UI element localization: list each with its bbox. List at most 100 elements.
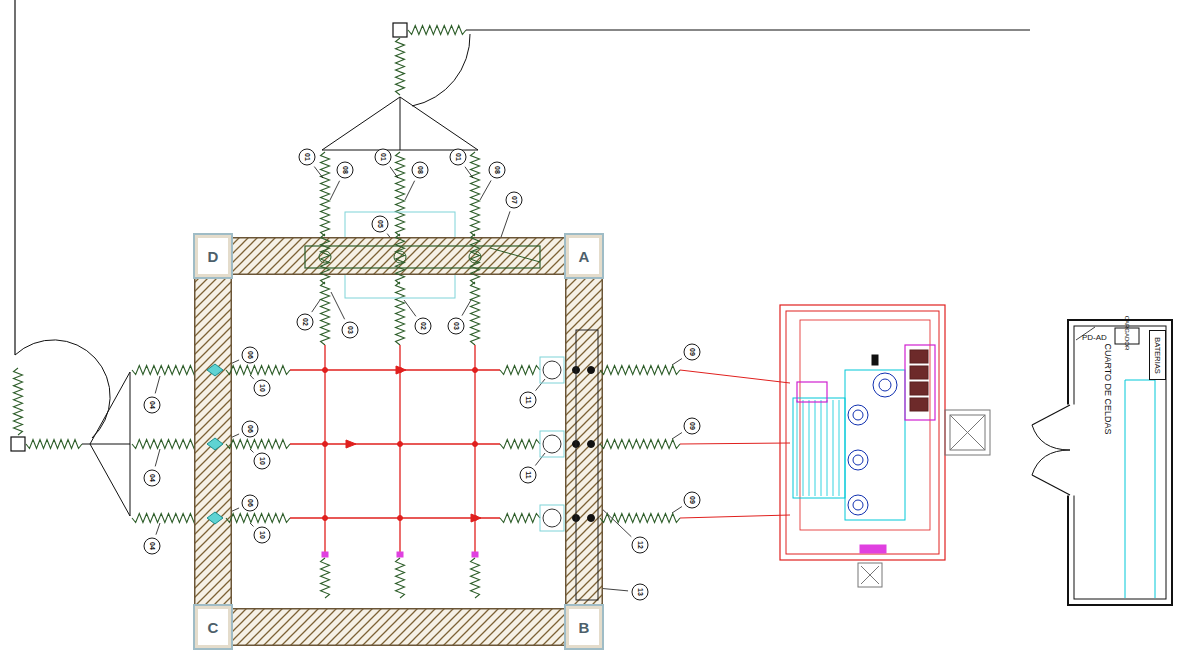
outline (950, 415, 985, 450)
callout-number: 10 (254, 453, 271, 470)
outline (860, 545, 886, 553)
callout-number: 08 (489, 162, 506, 179)
radiator-fin (827, 400, 828, 496)
leader-line (250, 449, 254, 453)
disconnector (207, 512, 223, 524)
room-label: CARGADOR (1124, 315, 1130, 350)
terminal (322, 552, 328, 557)
outline (858, 563, 882, 587)
callout-number: 07 (506, 192, 523, 209)
insulator (226, 440, 290, 449)
beam-lattice (196, 279, 231, 604)
wire (130, 372, 131, 516)
beam-outline (233, 237, 564, 275)
door-swing (1032, 450, 1070, 475)
callout-number: 08 (412, 162, 429, 179)
column-post: D (193, 233, 233, 279)
connector-dot (588, 367, 595, 374)
wire (90, 372, 130, 444)
wire (490, 248, 540, 262)
arrow-mark (346, 440, 356, 448)
outline (905, 345, 935, 420)
door-swing (1032, 425, 1070, 450)
column-post: B (564, 604, 604, 650)
bus-bar (290, 517, 500, 518)
wire (400, 97, 478, 150)
leader-line (312, 300, 320, 312)
junction-dot (323, 442, 328, 447)
radiator-fin (797, 400, 798, 496)
arrow-mark (471, 514, 481, 522)
connector-dot (588, 515, 595, 522)
node-text: C (208, 619, 219, 636)
callout-number: 09 (684, 418, 701, 435)
callout-number: 01 (375, 149, 392, 166)
feeder-line (466, 29, 1030, 30)
junction-dot (323, 368, 328, 373)
arrow-mark (396, 366, 406, 374)
radiator (793, 398, 845, 498)
curve (15, 340, 110, 438)
disconnector (207, 438, 223, 450)
insulator (321, 152, 330, 236)
radiator-fin (839, 400, 840, 496)
beam-outline (233, 608, 564, 646)
beam-lattice (567, 279, 602, 604)
bushing (873, 373, 897, 397)
callout-number: 02 (415, 318, 432, 335)
switch-pole (394, 251, 406, 263)
bushing (879, 379, 891, 391)
leader-line (404, 300, 416, 316)
callout-number: 11 (520, 467, 537, 484)
wire (90, 444, 130, 516)
frame-beam (584, 279, 585, 604)
leader-line (156, 523, 160, 535)
callout-number: 04 (144, 470, 161, 487)
leader-line (465, 167, 473, 178)
leader-line (480, 180, 491, 200)
callout-number: 05 (372, 216, 389, 233)
bus-bar (680, 515, 790, 518)
junction-dot (398, 516, 403, 521)
leader-line (331, 292, 345, 319)
insulator (226, 514, 290, 523)
node-text: B (579, 619, 590, 636)
bushing (853, 455, 863, 465)
junction-dot (323, 516, 328, 521)
wire (861, 566, 879, 584)
wire (90, 444, 130, 445)
outline (576, 330, 598, 600)
outline (872, 355, 878, 365)
node-text: BATERIAS (1153, 337, 1162, 374)
callout-number: 06 (242, 495, 259, 512)
bus-bar (680, 370, 790, 383)
outline (540, 431, 564, 457)
current-transformer (543, 435, 561, 453)
bus-bar (324, 345, 325, 553)
insulator (500, 366, 540, 375)
frame-beam (233, 627, 564, 628)
callout-number: 10 (254, 380, 271, 397)
insulator (471, 558, 480, 598)
radiator-fin (815, 400, 816, 496)
column-post: A (564, 233, 604, 279)
bus-bar (474, 345, 475, 553)
door-leaf (1032, 475, 1070, 495)
outline (786, 311, 939, 554)
bus-bar (399, 345, 400, 553)
bushing (853, 500, 863, 510)
insulator (500, 440, 540, 449)
callout-number: 09 (684, 344, 701, 361)
leader-line (672, 507, 682, 513)
feeder-line (14, 0, 15, 355)
bus-bar (680, 443, 790, 444)
switch-pole (469, 251, 481, 263)
terminal-block (910, 350, 928, 363)
terminal-block (910, 382, 928, 395)
insulator (14, 368, 23, 435)
wire (82, 444, 90, 445)
building-wall (1074, 326, 1166, 599)
radiator-fin (803, 400, 804, 496)
